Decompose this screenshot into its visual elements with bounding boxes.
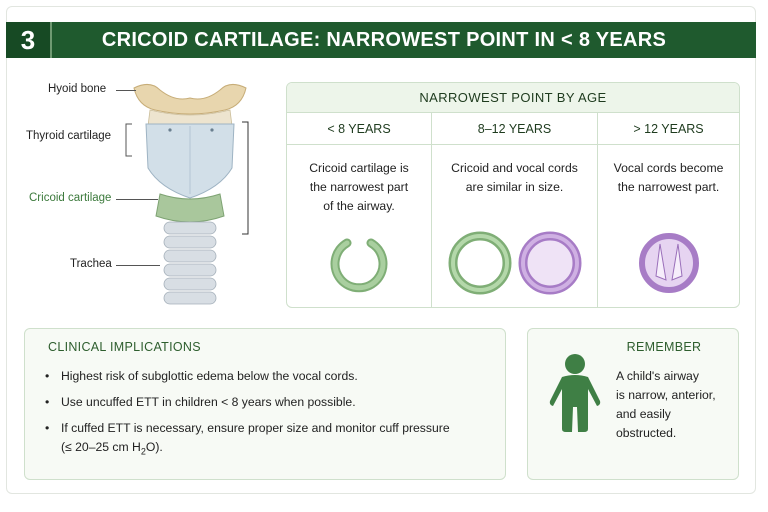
vocal-cords-ring-icon bbox=[518, 231, 581, 294]
cricoid-cartilage-shape bbox=[155, 193, 225, 223]
age-description: Cricoid cartilage is the narrowest part … bbox=[309, 161, 409, 213]
list-item: Use uncuffed ETT in children < 8 years w… bbox=[45, 393, 500, 412]
age-heading: < 8 YEARS bbox=[287, 113, 431, 145]
cricoid-label: Cricoid cartilage bbox=[29, 192, 112, 204]
hyoid-leader bbox=[116, 90, 136, 91]
age-heading: > 12 YEARS bbox=[598, 113, 739, 145]
remember-text: A child's airway is narrow, anterior, an… bbox=[616, 369, 716, 440]
trachea-leader bbox=[116, 265, 160, 266]
remember-title: REMEMBER bbox=[626, 340, 702, 354]
age-panel-title: NARROWEST POINT BY AGE bbox=[287, 83, 739, 113]
vocal-cords-icon bbox=[638, 232, 699, 293]
child-icon bbox=[549, 354, 601, 432]
age-column-8-12: 8–12 YEARS Cricoid and vocal cords are s… bbox=[432, 113, 598, 307]
hyoid-bone-shape bbox=[133, 84, 247, 115]
age-heading: 8–12 YEARS bbox=[432, 113, 597, 145]
clinical-title: CLINICAL IMPLICATIONS bbox=[48, 340, 201, 354]
section-title: CRICOID CARTILAGE: NARROWEST POINT IN < … bbox=[101, 28, 667, 51]
hyoid-label: Hyoid bone bbox=[48, 83, 107, 95]
clinical-implications-panel: CLINICAL IMPLICATIONS Highest risk of su… bbox=[24, 328, 506, 480]
cricoid-ring-icon bbox=[448, 231, 511, 294]
trachea-rings bbox=[163, 221, 217, 305]
age-comparison-panel: NARROWEST POINT BY AGE < 8 YEARS Cricoid… bbox=[286, 82, 740, 308]
list-item: If cuffed ETT is necessary, ensure prope… bbox=[45, 419, 500, 461]
cricoid-leader bbox=[116, 199, 158, 200]
remember-panel: REMEMBER A child's airway is narrow, ant… bbox=[527, 328, 739, 480]
trachea-label: Trachea bbox=[70, 258, 112, 270]
larynx-illustration bbox=[125, 84, 249, 305]
section-header: 3 CRICOID CARTILAGE: NARROWEST POINT IN … bbox=[6, 22, 756, 58]
age-column-under-8: < 8 YEARS Cricoid cartilage is the narro… bbox=[287, 113, 432, 307]
thyroid-label: Thyroid cartilage bbox=[26, 130, 112, 142]
clinical-list: Highest risk of subglottic edema below t… bbox=[45, 367, 500, 468]
section-number: 3 bbox=[6, 22, 52, 58]
age-column-over-12: > 12 YEARS Vocal cords become the narrow… bbox=[598, 113, 739, 307]
list-item: Highest risk of subglottic edema below t… bbox=[45, 367, 500, 386]
age-description: Cricoid and vocal cords are similar in s… bbox=[451, 161, 578, 194]
cricoid-ring-icon bbox=[330, 238, 388, 292]
age-description: Vocal cords become the narrowest part. bbox=[613, 161, 724, 194]
